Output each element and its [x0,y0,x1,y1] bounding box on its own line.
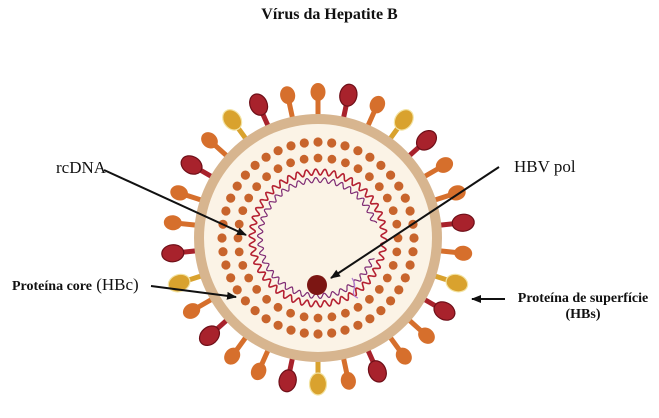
core-dot [353,146,362,155]
core-dot [233,285,242,294]
label-surface-line2: (HBs) [510,307,656,323]
core-dot [238,261,247,270]
core-dot [252,285,261,294]
core-dot [386,171,395,180]
core-dot [226,194,235,203]
core-dot [313,137,322,146]
core-dot [314,154,323,163]
core-dot [392,220,401,229]
core-dot [376,306,385,315]
hbv-polymerase [307,275,327,295]
core-dot [226,273,235,282]
core-dot [241,296,250,305]
core-dot [392,248,401,257]
core-dot [262,314,271,323]
core-dot [353,321,362,330]
core-dot [409,233,418,242]
core-dot [365,295,374,304]
core-dot [341,309,350,318]
core-dot [394,182,403,191]
core-dot [241,171,250,180]
core-dot [262,153,271,162]
core-dot [328,155,337,164]
core-dot [401,194,410,203]
core-dot [262,295,271,304]
core-dot [354,164,363,173]
core-dot [313,329,322,338]
core-dot [300,328,309,337]
core-dot [375,285,384,294]
core-dot [341,158,350,167]
core-dot [233,182,242,191]
core-dot [286,326,295,335]
core-dot [383,194,392,203]
core-dot [221,260,230,269]
core-dot [274,303,283,312]
core-dot [251,306,260,315]
core-dot [394,285,403,294]
core-dot [365,153,374,162]
core-dot [365,314,374,323]
core-dot [354,303,363,312]
label-surface-protein: Proteína de superfície (HBs) [510,291,656,323]
core-dot [375,182,384,191]
core-dot [251,161,260,170]
core-dot [286,158,295,167]
core-dot [218,247,227,256]
core-dot [235,220,244,229]
label-hbv-pol: HBV pol [514,157,576,177]
core-dot [221,206,230,215]
core-dot [406,206,415,215]
core-dot [340,326,349,335]
label-surface-line1: Proteína de superfície [510,291,656,307]
label-core-paren: (HBc) [96,275,138,294]
core-dot [235,248,244,257]
label-core-main: Proteína core [12,279,92,294]
core-dot [300,155,309,164]
core-dot [340,141,349,150]
core-dot [274,146,283,155]
core-dot [365,172,374,181]
core-dot [401,273,410,282]
core-dot [244,274,253,283]
core-dot [252,182,261,191]
core-dot [389,261,398,270]
core-dot [244,194,253,203]
core-dot [262,172,271,181]
core-dot [274,164,283,173]
core-dot [383,274,392,283]
core-dot [274,321,283,330]
core-dot [300,138,309,147]
diagram-title: Vírus da Hepatite B [0,6,659,24]
core-dot [286,309,295,318]
core-dot [300,312,309,321]
core-dot [234,234,243,243]
label-core-protein: Proteína core (HBc) [12,275,139,295]
core-dot [314,314,323,323]
core-dot [327,328,336,337]
core-dot [327,138,336,147]
core-dot [389,206,398,215]
core-dot [386,296,395,305]
core-dot [217,233,226,242]
label-rcdna: rcDNA [56,158,106,178]
core-dot [286,141,295,150]
core-dot [406,260,415,269]
core-dot [328,312,337,321]
core-dot [238,206,247,215]
core-dot [376,161,385,170]
core-dot [408,247,417,256]
